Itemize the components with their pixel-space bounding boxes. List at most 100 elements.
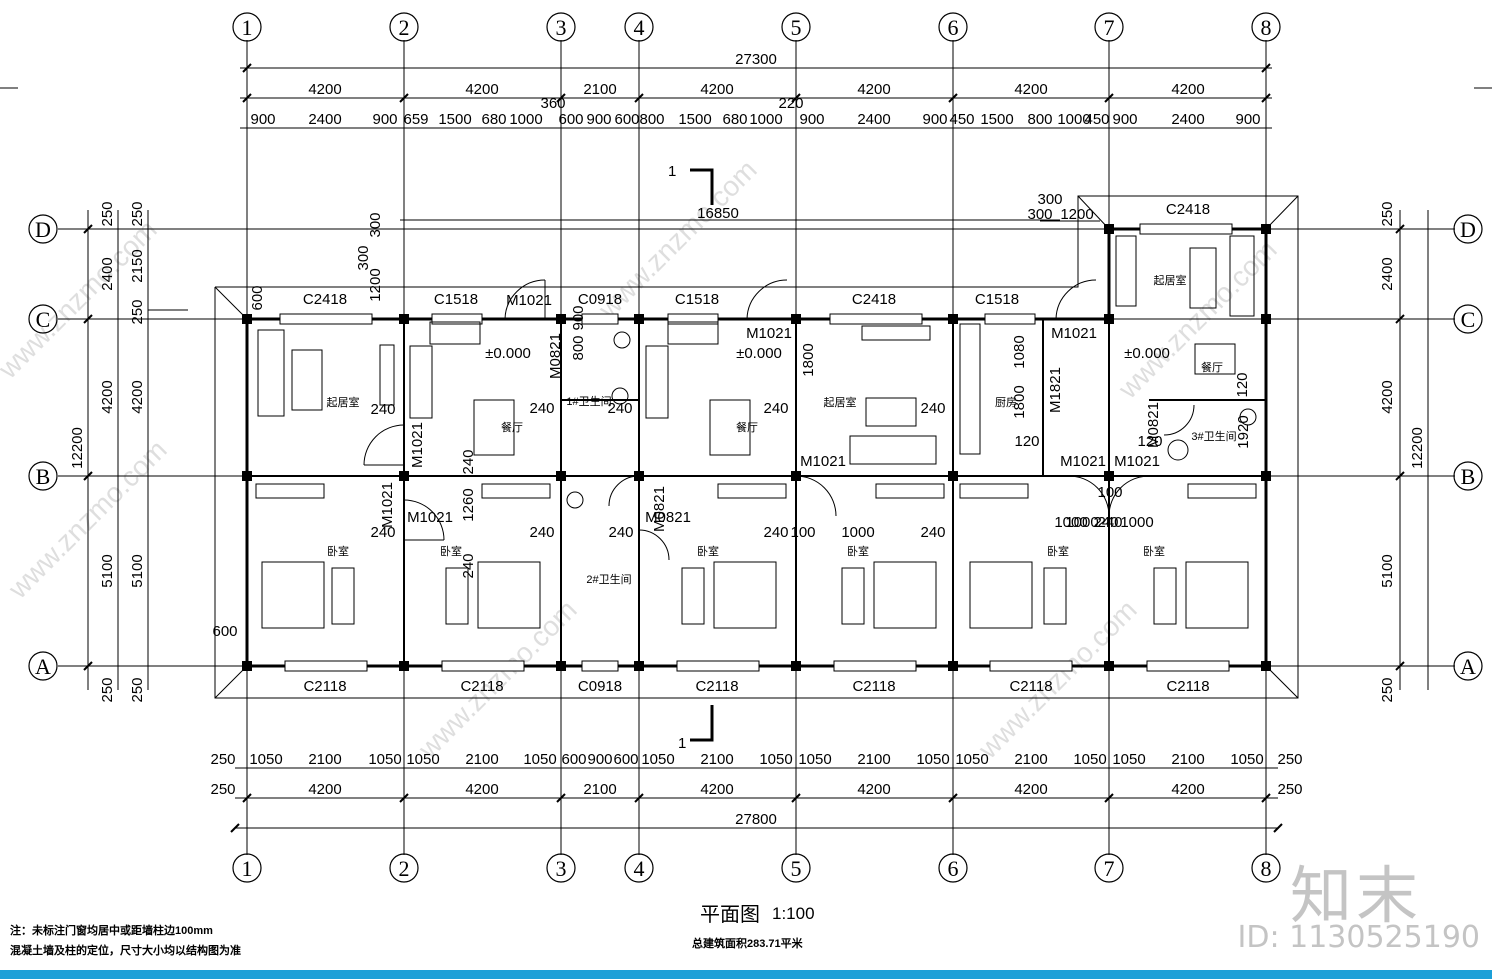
- side-dimension: 250: [1379, 677, 1396, 702]
- wall-dimension: 1080: [1011, 335, 1028, 368]
- detail-dimension: 1500: [438, 111, 471, 128]
- door-label: M1021: [409, 422, 426, 468]
- wall-dimension: 1000: [1120, 514, 1153, 531]
- axis-label-row: B: [36, 464, 51, 489]
- detail-dimension: 800: [639, 111, 664, 128]
- detail-dimension: 659: [403, 111, 428, 128]
- wall-dimension: 240: [920, 524, 945, 541]
- side-dimension: 2400: [1379, 257, 1396, 290]
- bay-dimension: 4200: [700, 81, 733, 98]
- door-label: M1021: [407, 509, 453, 526]
- bottom-accent-bar: [0, 970, 1492, 979]
- section-marks: [690, 168, 714, 742]
- side-dimension: 4200: [99, 380, 116, 413]
- detail-dimension: 220: [778, 95, 803, 112]
- axis-bubbles: [28, 12, 1483, 883]
- wall-dimension: 240: [607, 400, 632, 417]
- detail-dimension: 900: [250, 111, 275, 128]
- detail-dimension: 1050: [249, 751, 282, 768]
- wall-dimension: 240: [763, 400, 788, 417]
- axis-label-col: 8: [1261, 856, 1272, 881]
- detail-dimension: 16850: [697, 205, 739, 222]
- detail-dimension: 600: [558, 111, 583, 128]
- wall-dimension: 240: [370, 401, 395, 418]
- detail-dimension: 1050: [368, 751, 401, 768]
- axis-label-col: 3: [556, 856, 567, 881]
- bay-dimension: 4200: [1014, 781, 1047, 798]
- side-dimension: 4200: [129, 380, 146, 413]
- window-label: C2118: [852, 678, 895, 695]
- window-label: C1518: [975, 291, 1019, 308]
- axis-label-row: A: [1460, 654, 1476, 679]
- wall-dimension: 800: [570, 335, 587, 360]
- section-label: 1: [668, 163, 676, 180]
- door-label: M0821: [547, 333, 564, 379]
- detail-dimension: 2100: [857, 751, 890, 768]
- detail-dimension: 680: [481, 111, 506, 128]
- detail-dimension: 1050: [1112, 751, 1145, 768]
- side-dimension: 5100: [99, 554, 116, 587]
- detail-dimension: 1050: [1073, 751, 1106, 768]
- top-dimension-lines: [240, 67, 1272, 222]
- room-label: 2#卫生间: [586, 572, 631, 586]
- bottom-dimension-lines: [235, 725, 1278, 840]
- room-label: 1#卫生间: [566, 394, 611, 408]
- axis-label-row: C: [1461, 307, 1476, 332]
- axis-label-col: 1: [242, 856, 253, 881]
- drawing-title: 平面图: [700, 902, 760, 926]
- side-dimension: 12200: [69, 427, 86, 469]
- detail-dimension: 250: [210, 751, 235, 768]
- bay-dimension: 4200: [465, 81, 498, 98]
- total-dimension: 27300: [735, 51, 777, 68]
- door-label: M1021: [1051, 325, 1097, 342]
- window-label: C2418: [852, 291, 896, 308]
- wall-dimension: 240: [460, 449, 477, 474]
- detail-dimension: 1050: [406, 751, 439, 768]
- detail-dimension: 1500: [980, 111, 1013, 128]
- window-label: C2118: [1009, 678, 1052, 695]
- side-dimension: 250: [129, 201, 146, 226]
- wall-dimension: 120: [1234, 372, 1251, 397]
- bay-dimension: 4200: [308, 781, 341, 798]
- bay-dimension: 250: [1277, 781, 1302, 798]
- axis-label-col: 8: [1261, 15, 1272, 40]
- detail-dimension: 1200: [367, 268, 384, 301]
- door-label: M0821: [645, 509, 691, 526]
- detail-dimension: 900: [922, 111, 947, 128]
- axis-label-col: 4: [634, 15, 645, 40]
- window-label: C1518: [675, 291, 719, 308]
- detail-dimension: 1050: [955, 751, 988, 768]
- room-label: 餐厅: [736, 420, 758, 434]
- bay-dimension: 4200: [857, 81, 890, 98]
- detail-dimension: 2400: [308, 111, 341, 128]
- section-label: 1: [678, 735, 686, 752]
- wall-dimension: 1000: [1065, 514, 1098, 531]
- room-label: 卧室: [1143, 544, 1165, 558]
- room-label: 起居室: [327, 395, 360, 409]
- door-label: M1021: [746, 325, 792, 342]
- side-dimension: 5100: [129, 554, 146, 587]
- window-label: C2118: [460, 678, 503, 695]
- wall-dimension: 1920: [1235, 415, 1252, 448]
- detail-dimension: 1200: [1060, 206, 1093, 223]
- detail-dimension: 600: [613, 751, 638, 768]
- window-label: C2418: [1166, 201, 1210, 218]
- bay-dimension: 4200: [1171, 781, 1204, 798]
- room-label: 卧室: [440, 544, 462, 558]
- bay-dimension: 4200: [308, 81, 341, 98]
- wall-dimension: 900: [570, 305, 587, 330]
- axis-label-col: 5: [791, 15, 802, 40]
- detail-dimension: 2100: [465, 751, 498, 768]
- level-label: ±0.000: [736, 345, 782, 362]
- detail-dimension: 2100: [1014, 751, 1047, 768]
- side-dimension: 2400: [99, 257, 116, 290]
- room-label: 卧室: [697, 544, 719, 558]
- wall-dimension: 240: [529, 524, 554, 541]
- window-openings: [279, 223, 1233, 672]
- total-dimension: 27800: [735, 811, 777, 828]
- room-label: 厨房: [995, 396, 1017, 409]
- door-label: M0821: [1145, 402, 1162, 448]
- axis-label-col: 7: [1104, 15, 1115, 40]
- detail-dimension: 1000: [509, 111, 542, 128]
- bay-dimension: 250: [210, 781, 235, 798]
